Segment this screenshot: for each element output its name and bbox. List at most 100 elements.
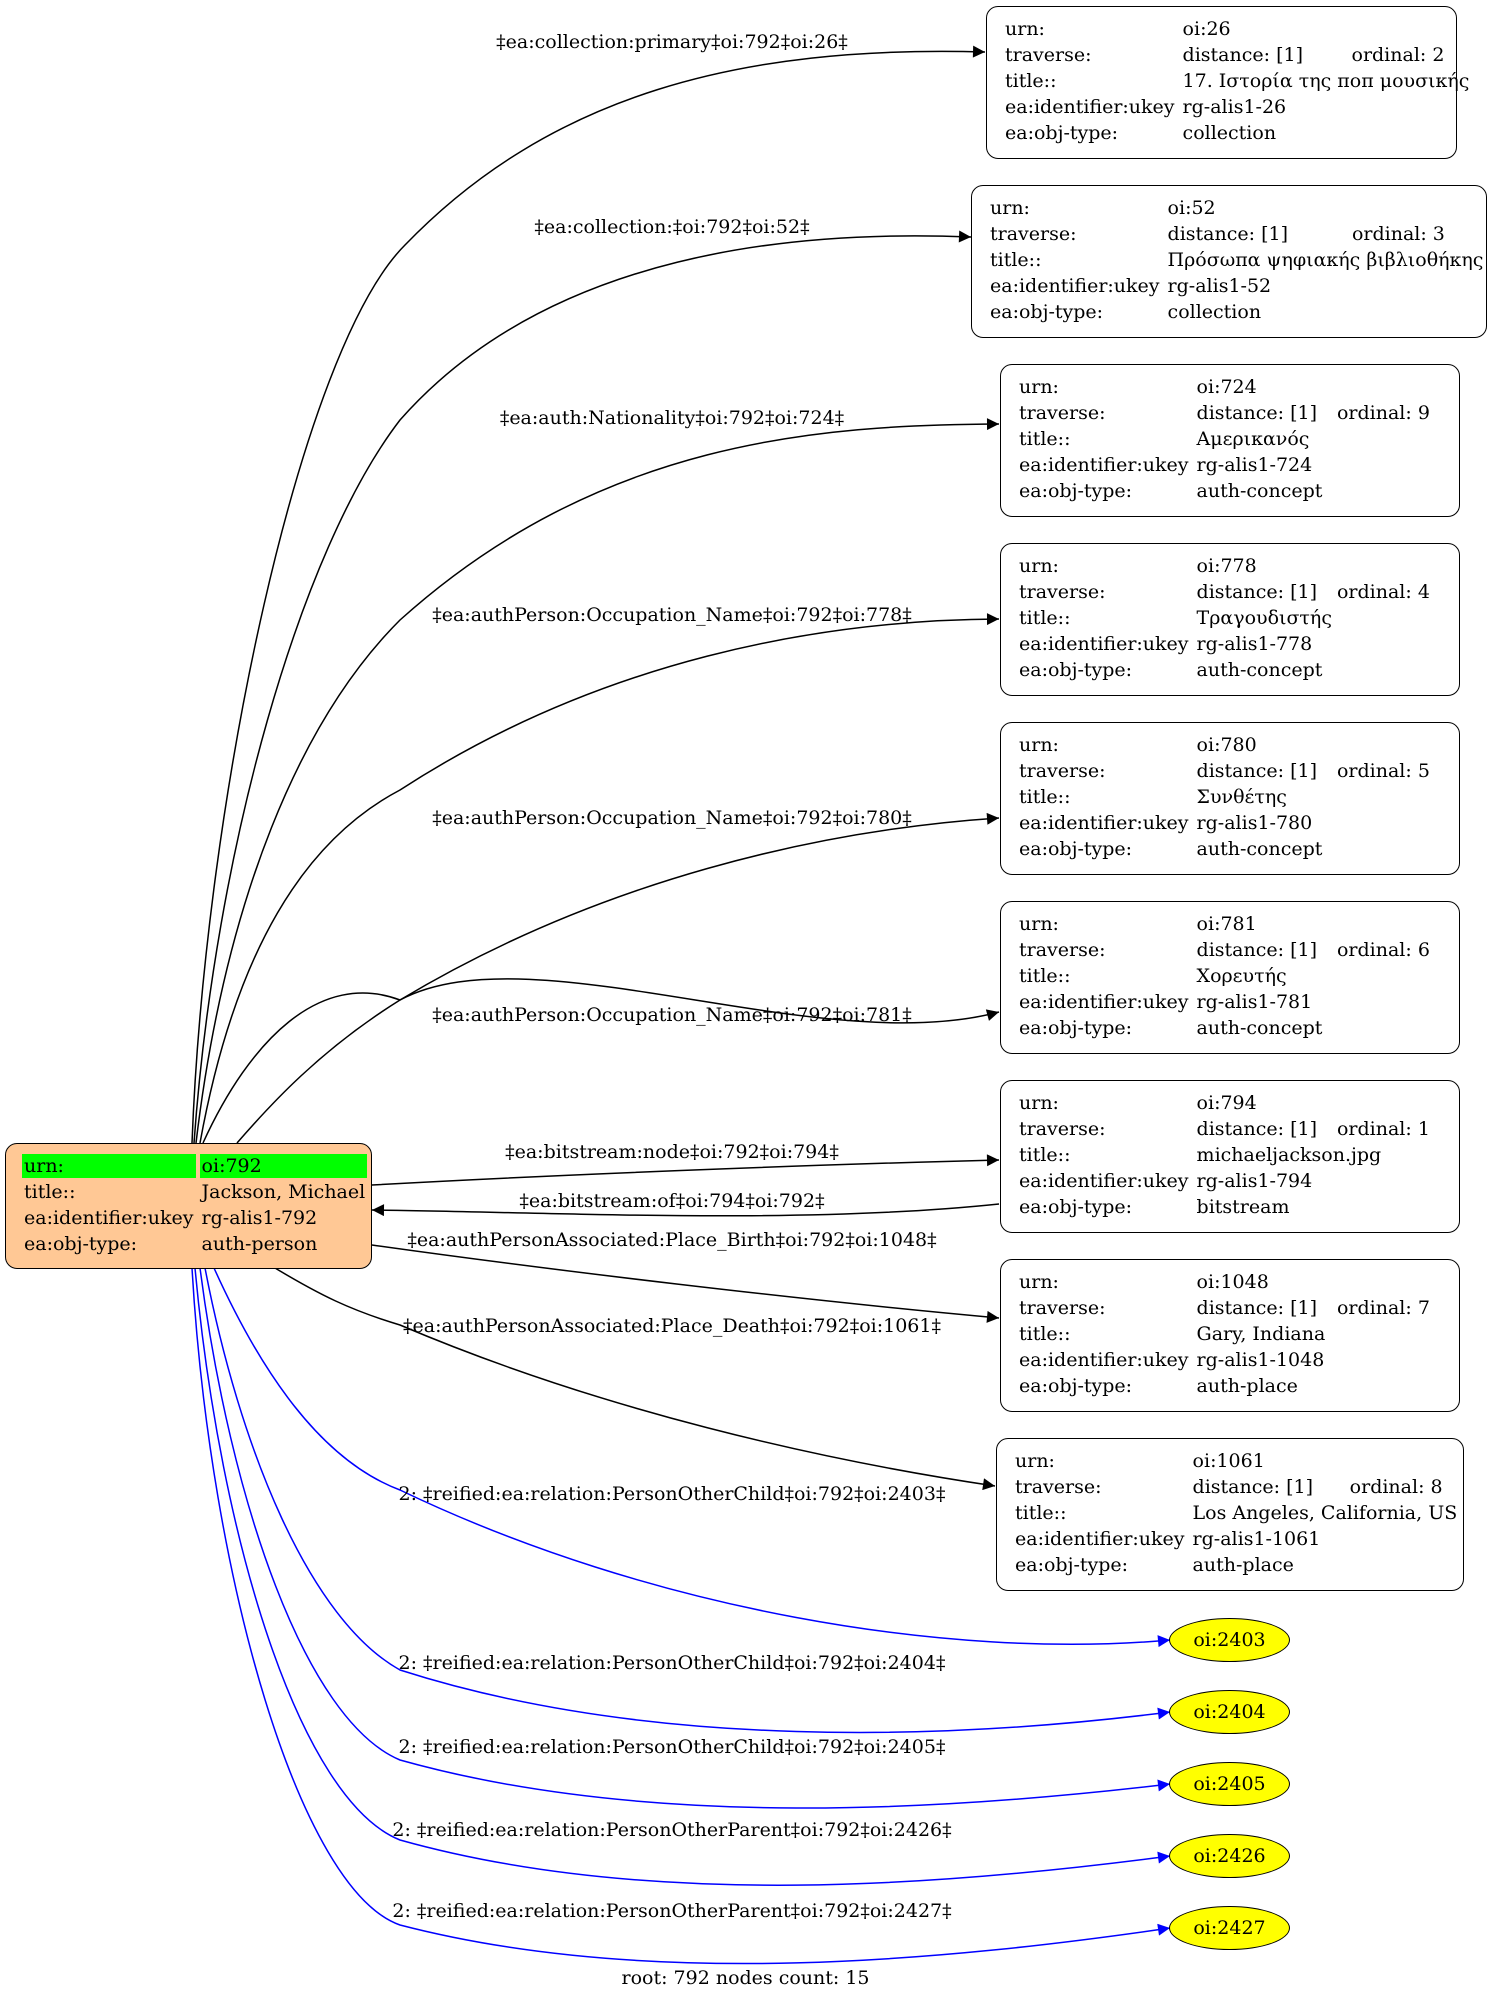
node-field-value: michaeljackson.jpg <box>1196 1144 1382 1166</box>
edge-bitstream-of <box>371 1203 1000 1217</box>
node-field-value: distance: [1] <box>1182 44 1303 66</box>
edge-reified-2404 <box>204 1267 1171 1734</box>
node-field-label: ea:obj-type: <box>1019 1196 1133 1218</box>
node-field-value: rg-alis1-780 <box>1196 812 1313 834</box>
node-field-label: traverse: <box>1019 1297 1106 1319</box>
edge-label: ‡ea:authPersonAssociated:Place_Birth‡oi:… <box>407 1229 936 1251</box>
node-field-value: distance: [1] <box>1192 1476 1313 1498</box>
node-field-value: collection <box>1167 301 1262 323</box>
root-type-value: auth-person <box>201 1233 318 1255</box>
node-ordinal-value: ordinal: 5 <box>1336 760 1430 782</box>
node-field-value: 17. Ιστορία της ποπ μουσικής <box>1182 70 1470 92</box>
edge-label: ‡ea:auth:Nationality‡oi:792‡oi:724‡ <box>500 407 844 429</box>
node-field-value: Συνθέτης <box>1196 786 1287 808</box>
node-field-value: rg-alis1-778 <box>1196 633 1313 655</box>
edge-occupation-778 <box>199 613 1000 1144</box>
node-field-label: ea:identifier:ukey <box>1019 991 1189 1013</box>
node-field-label: title:: <box>1019 607 1071 629</box>
node-field-value: distance: [1] <box>1196 581 1317 603</box>
edge-reified-2403 <box>213 1267 1171 1648</box>
node-ordinal-value: ordinal: 1 <box>1336 1118 1430 1140</box>
node-field-label: ea:identifier:ukey <box>990 275 1160 297</box>
node-field-label: urn: <box>1019 376 1059 398</box>
edge-label: 2: ‡reified:ea:relation:PersonOtherChild… <box>399 1652 946 1674</box>
ellipse-node-2403[interactable]: oi:2403 <box>1169 1618 1290 1662</box>
node-field-value: Gary, Indiana <box>1196 1323 1326 1345</box>
edge-collection <box>193 230 972 1144</box>
node-field-value: distance: [1] <box>1196 402 1317 424</box>
node-field-value: auth-concept <box>1196 1017 1323 1039</box>
node-field-value: auth-concept <box>1196 480 1323 502</box>
node-field-value: distance: [1] <box>1196 1118 1317 1140</box>
edge-reified-2405 <box>199 1267 1171 1809</box>
ellipse-node-2404[interactable]: oi:2404 <box>1169 1690 1290 1734</box>
node-field-label: urn: <box>1019 555 1059 577</box>
node-field-value: auth-concept <box>1196 659 1323 681</box>
node-field-label: ea:obj-type: <box>1019 838 1133 860</box>
node-field-value: distance: [1] <box>1167 223 1288 245</box>
node-field-label: ea:obj-type: <box>1019 1017 1133 1039</box>
node-field-label: traverse: <box>1005 44 1092 66</box>
node-field-value: oi:1048 <box>1196 1271 1269 1293</box>
edge-label: 2: ‡reified:ea:relation:PersonOtherParen… <box>392 1900 951 1922</box>
ellipse-node-2427[interactable]: oi:2427 <box>1169 1906 1290 1950</box>
node-field-label: title:: <box>990 249 1042 271</box>
node-field-label: urn: <box>1019 913 1059 935</box>
node-field-value: bitstream <box>1196 1196 1290 1218</box>
node-field-label: ea:identifier:ukey <box>1015 1528 1185 1550</box>
edge-label: ‡ea:collection:primary‡oi:792‡oi:26‡ <box>496 31 848 53</box>
node-field-label: urn: <box>1015 1450 1055 1472</box>
node-field-label: ea:identifier:ukey <box>1019 633 1189 655</box>
node-field-label: urn: <box>1005 18 1045 40</box>
node-field-value: oi:52 <box>1167 197 1216 219</box>
node-field-value: rg-alis1-52 <box>1167 275 1272 297</box>
node-field-label: traverse: <box>1019 581 1106 603</box>
node-oi-724[interactable]: urn: oi:724 traverse: distance: [1] ordinal:… <box>1000 364 1460 517</box>
edge-label: ‡ea:bitstream:of‡oi:794‡oi:792‡ <box>519 1190 824 1212</box>
node-field-value: distance: [1] <box>1196 760 1317 782</box>
ellipse-node-2426[interactable]: oi:2426 <box>1169 1834 1290 1878</box>
node-field-value: oi:724 <box>1196 376 1257 398</box>
footer-status: root: 792 nodes count: 15 <box>621 1967 870 1989</box>
root-title-label: title:: <box>24 1181 76 1203</box>
node-ordinal-value: ordinal: 8 <box>1349 1476 1443 1498</box>
node-field-value: Χορευτής <box>1196 965 1287 987</box>
edge-place-death <box>274 1267 996 1491</box>
node-field-value: oi:780 <box>1196 734 1257 756</box>
node-field-value: collection <box>1182 122 1277 144</box>
node-field-label: title:: <box>1019 1144 1071 1166</box>
node-field-value: distance: [1] <box>1196 1297 1317 1319</box>
root-node[interactable]: urn: oi:792 title:: Jackson, Michael ea:… <box>5 1143 372 1269</box>
node-field-value: oi:781 <box>1196 913 1257 935</box>
node-field-label: ea:obj-type: <box>990 301 1104 323</box>
node-field-value: oi:26 <box>1182 18 1231 40</box>
node-field-label: traverse: <box>1019 402 1106 424</box>
edge-label: ‡ea:authPersonAssociated:Place_Death‡oi:… <box>403 1315 941 1337</box>
node-field-label: traverse: <box>1019 760 1106 782</box>
node-field-value: Πρόσωπα ψηφιακής βιβλιοθήκης <box>1167 249 1484 271</box>
ellipse-node-2405[interactable]: oi:2405 <box>1169 1762 1290 1806</box>
root-type-label: ea:obj-type: <box>24 1233 138 1255</box>
node-field-label: urn: <box>1019 1271 1059 1293</box>
node-field-label: title:: <box>1019 428 1071 450</box>
node-ordinal-value: ordinal: 4 <box>1336 581 1430 603</box>
node-field-value: rg-alis1-1048 <box>1196 1349 1325 1371</box>
node-field-value: Los Angeles, California, US <box>1192 1502 1458 1524</box>
edge-collection-primary <box>191 45 986 1144</box>
edge-place-birth <box>371 1244 1000 1323</box>
node-field-label: ea:identifier:ukey <box>1019 1349 1189 1371</box>
node-field-label: title:: <box>1019 1323 1071 1345</box>
node-field-value: Αμερικανός <box>1196 428 1310 450</box>
root-title-value: Jackson, Michael <box>201 1181 366 1203</box>
node-field-value: rg-alis1-26 <box>1182 96 1287 118</box>
node-ordinal-value: ordinal: 9 <box>1336 402 1430 424</box>
edge-label: ‡ea:collection:‡oi:792‡oi:52‡ <box>534 216 809 238</box>
